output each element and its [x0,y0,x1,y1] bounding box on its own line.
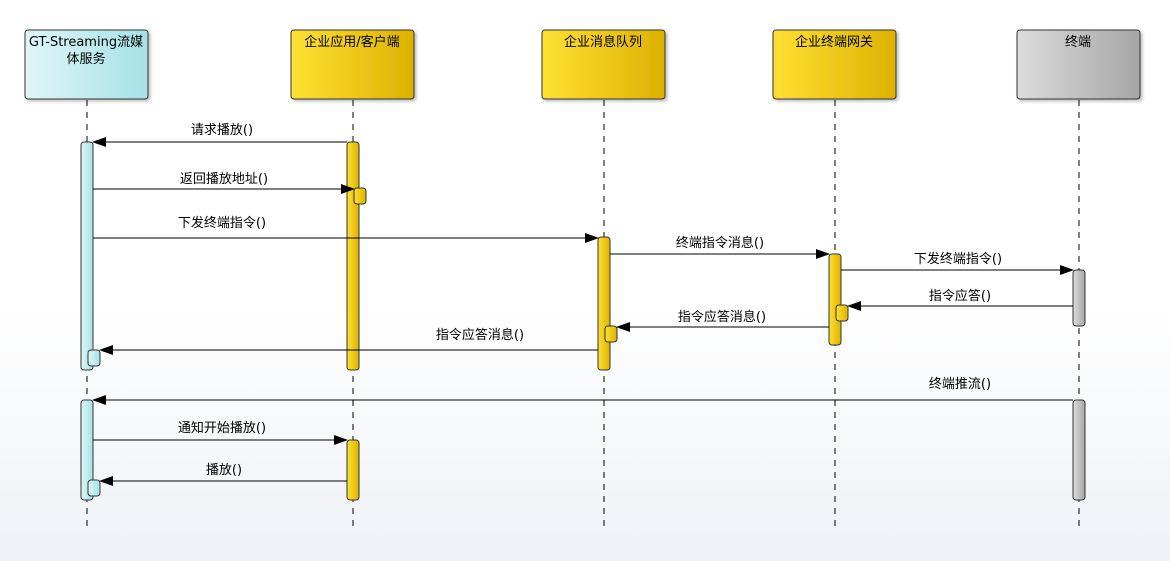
message-5-label: 下发终端指令() [914,251,1002,267]
message-10: 通知开始播放() [93,420,348,445]
message-9: 终端推流() [92,376,1073,405]
messages: 请求播放() 返回播放地址() 下发终端指令() 终端指令消息() 下发终端指令… [92,123,1074,486]
activation-gw-1-self [835,304,849,322]
participant-term: 终端 [1016,29,1141,100]
message-7-label: 指令应答消息() [678,309,766,325]
message-7: 指令应答消息() [616,309,829,332]
activation-gw-1 [828,253,842,346]
activation-app-1 [346,141,360,371]
participant-app-label: 企业应用/客户端 [304,34,399,50]
activation-gt-1-self [87,349,101,367]
message-6: 指令应答() [847,288,1073,311]
message-8-label: 指令应答消息() [436,327,524,343]
activation-app-1-self [353,187,367,205]
participant-term-label: 终端 [1065,34,1091,50]
activation-app-2 [346,439,360,501]
message-11: 播放() [99,463,347,486]
participant-gw: 企业终端网关 [772,29,897,100]
message-1: 请求播放() [92,123,347,147]
message-11-label: 播放() [206,463,242,478]
message-4-label: 终端指令消息() [676,235,764,251]
participant-mq: 企业消息队列 [541,29,666,100]
message-2-label: 返回播放地址() [180,172,268,187]
participant-app: 企业应用/客户端 [290,29,415,100]
message-10-label: 通知开始播放() [178,420,266,436]
message-4: 终端指令消息() [610,235,830,259]
participant-gt-label-2: 体服务 [66,51,105,67]
message-8: 指令应答消息() [99,327,598,355]
message-3-label: 下发终端指令() [178,215,266,231]
activation-term-2 [1072,399,1086,501]
activation-mq-1-self [604,325,618,343]
message-9-label: 终端推流() [929,376,991,392]
activation-gt-2-self [87,479,101,497]
activation-term-1 [1072,269,1086,327]
participant-gt: GT-Streaming流媒 体服务 [24,29,149,100]
activations [80,141,1086,501]
message-3: 下发终端指令() [93,215,599,243]
activation-gt-2 [80,399,94,501]
participant-gw-label: 企业终端网关 [795,34,873,50]
activation-mq-1 [597,236,611,371]
message-2: 返回播放地址() [93,172,355,194]
participant-mq-label: 企业消息队列 [564,34,642,50]
message-6-label: 指令应答() [929,288,991,304]
participant-gt-label-1: GT-Streaming流媒 [29,35,143,50]
message-1-label: 请求播放() [191,123,253,138]
activation-gt-1 [80,141,94,371]
message-5: 下发终端指令() [841,251,1074,275]
